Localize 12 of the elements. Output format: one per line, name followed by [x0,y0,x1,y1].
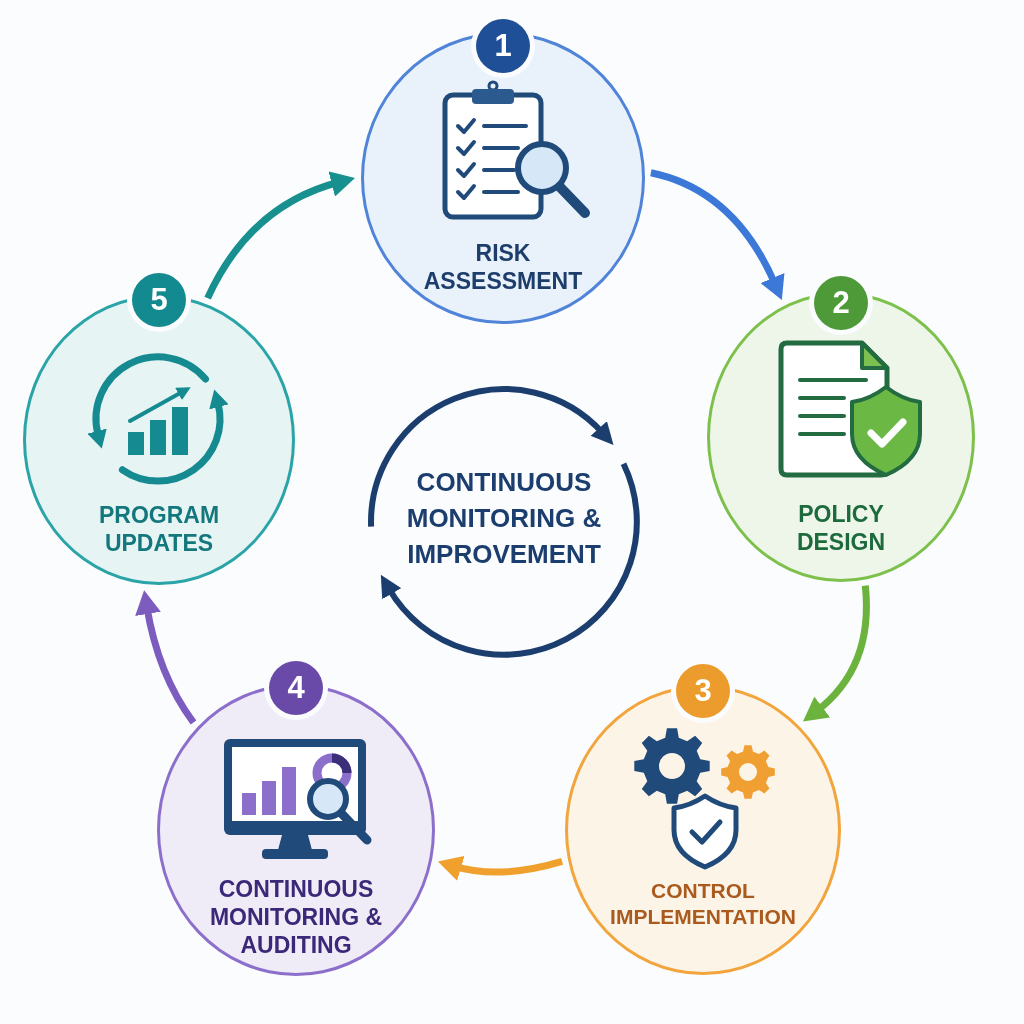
circular-arrows-ring [368,386,640,658]
step-label: CONTROL IMPLEMENTATION [609,878,797,930]
center-label: CONTINUOUS MONITORING & IMPROVEMENT [405,466,603,571]
step-label: PROGRAM UPDATES [97,501,221,557]
step-label: RISK ASSESSMENT [422,239,584,295]
curved-arrow [135,590,197,725]
curved-arrow [437,855,564,881]
curved-arrow [803,585,870,722]
step-label: POLICY DESIGN [795,500,887,556]
step-label: CONTINUOUS MONITORING & AUDITING [208,875,384,959]
curved-arrow [650,169,785,300]
curved-arrow [204,171,355,300]
